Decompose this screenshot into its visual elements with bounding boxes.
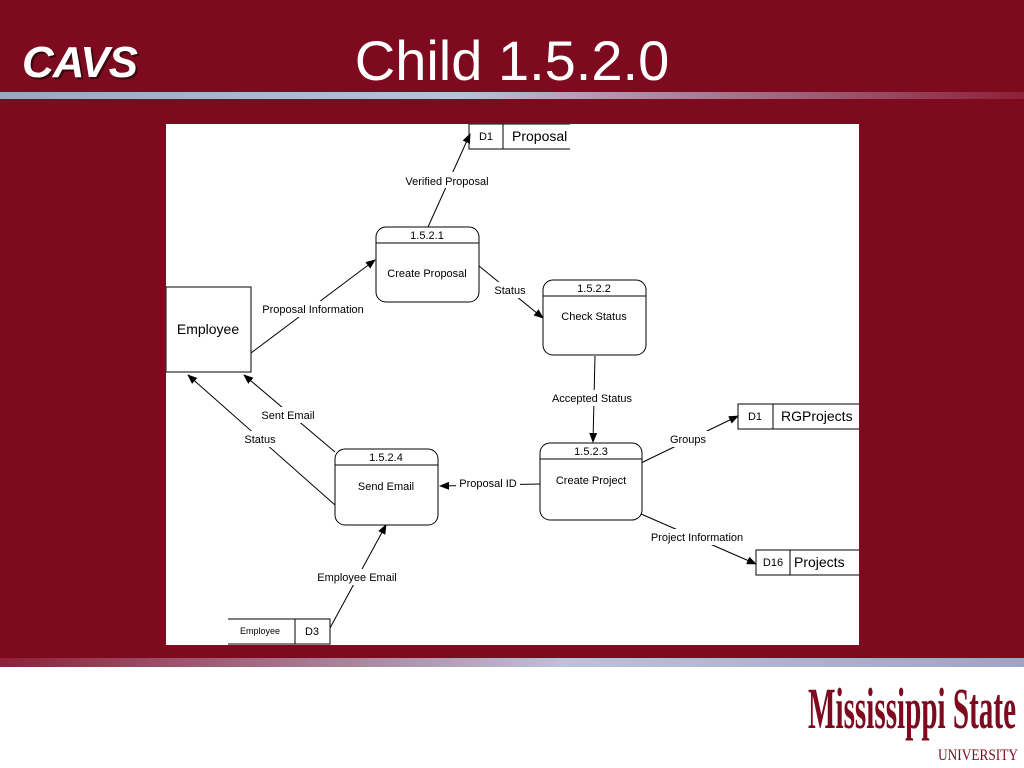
data-store-rgprojects: D1 RGProjects <box>737 403 859 430</box>
external-entity-employee: Employee <box>166 286 252 373</box>
cavs-logo: CAVS <box>22 38 138 87</box>
store-id: D1 <box>479 131 493 143</box>
flow-label-employee-email: Employee Email <box>317 572 396 584</box>
store-name: RGProjects <box>781 408 853 424</box>
process-name: Create Proposal <box>387 268 467 280</box>
data-store-projects: D16 Projects <box>755 549 859 576</box>
process-send-email: 1.5.2.4 Send Email <box>334 448 439 526</box>
flow-label-status-to-employee: Status <box>244 434 276 446</box>
store-name: Employee <box>240 626 280 636</box>
msu-logo-sub: UNIVERSITY <box>938 747 1018 764</box>
store-id: D1 <box>748 411 762 423</box>
store-name: Proposal <box>512 128 567 144</box>
diagram-panel: Verified Proposal Proposal Information S… <box>166 124 859 645</box>
external-entity-label: Employee <box>177 321 239 337</box>
flow-label-project-information: Project Information <box>651 532 743 544</box>
data-flow-diagram: Verified Proposal Proposal Information S… <box>166 124 859 645</box>
msu-logo: Mississippi State UNIVERSITY <box>808 676 1018 764</box>
flow-label-groups: Groups <box>670 434 707 446</box>
store-name: Projects <box>794 554 845 570</box>
process-name: Create Project <box>556 475 626 487</box>
data-store-employee: Employee D3 <box>228 618 331 645</box>
process-create-proposal: 1.5.2.1 Create Proposal <box>375 226 480 303</box>
process-id: 1.5.2.4 <box>369 452 403 464</box>
title-divider <box>0 92 1024 99</box>
store-id: D16 <box>763 557 783 569</box>
process-name: Check Status <box>561 311 627 323</box>
process-id: 1.5.2.2 <box>577 283 611 295</box>
process-name: Send Email <box>358 481 414 493</box>
process-id: 1.5.2.1 <box>410 230 444 242</box>
slide-title: Child 1.5.2.0 <box>354 29 670 92</box>
flow-label-proposal-information: Proposal Information <box>262 304 364 316</box>
footer-divider <box>0 658 1024 667</box>
flow-label-status: Status <box>494 285 526 297</box>
msu-logo-name: Mississippi State <box>808 676 1016 741</box>
flow-label-verified-proposal: Verified Proposal <box>405 176 488 188</box>
store-id: D3 <box>305 626 319 638</box>
flow-label-proposal-id: Proposal ID <box>459 478 517 490</box>
process-check-status: 1.5.2.2 Check Status <box>542 279 647 356</box>
process-create-project: 1.5.2.3 Create Project <box>539 442 643 521</box>
flow-label-accepted-status: Accepted Status <box>552 393 633 405</box>
flow-label-sent-email: Sent Email <box>261 410 314 422</box>
process-id: 1.5.2.3 <box>574 446 608 458</box>
data-store-proposal: D1 Proposal <box>468 124 570 150</box>
